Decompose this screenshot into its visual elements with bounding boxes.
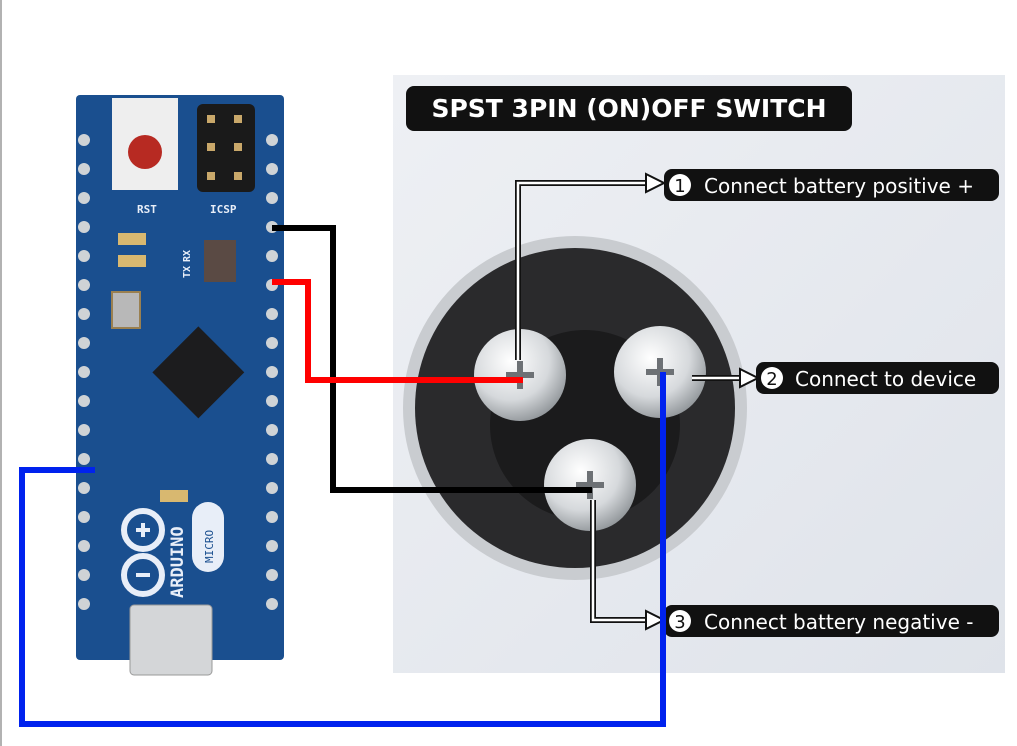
header-pin xyxy=(266,395,278,407)
header-pin xyxy=(78,569,90,581)
wire-red-5v xyxy=(272,279,523,383)
label-battery-negative: 3 Connect battery negative - xyxy=(664,605,999,637)
header-pin xyxy=(78,337,90,349)
arduino-micro-board: RST ICSP RX TX ARDUINO MICRO xyxy=(76,95,284,676)
header-pin xyxy=(266,482,278,494)
label-number: 3 xyxy=(674,612,685,633)
micro-usb-port xyxy=(129,604,213,676)
header-pin xyxy=(78,221,90,233)
wire-blue-pin8 xyxy=(19,372,666,727)
header-pin xyxy=(78,192,90,204)
header-pin xyxy=(78,598,90,610)
header-pin xyxy=(78,482,90,494)
header-pin xyxy=(78,540,90,552)
header-pin xyxy=(78,366,90,378)
screw-terminal-1 xyxy=(474,329,566,421)
rx-label: RX xyxy=(182,250,193,262)
header-pins-left xyxy=(78,134,90,610)
header-pin xyxy=(266,337,278,349)
icsp-label: ICSP xyxy=(210,203,237,216)
header-pin xyxy=(78,308,90,320)
label-text: Connect battery negative - xyxy=(704,610,973,634)
header-pins-right xyxy=(266,134,278,610)
header-pin xyxy=(266,308,278,320)
screw-terminal-3 xyxy=(544,439,636,531)
header-pin xyxy=(266,598,278,610)
label-battery-positive: 1 Connect battery positive + xyxy=(664,169,999,201)
header-pin xyxy=(266,250,278,262)
tx-label: TX xyxy=(182,266,193,278)
label-text: Connect battery positive + xyxy=(704,174,974,198)
rst-label: RST xyxy=(137,203,157,216)
header-pin xyxy=(266,453,278,465)
header-pin xyxy=(78,279,90,291)
micro-model: MICRO xyxy=(203,530,216,563)
header-pin xyxy=(266,163,278,175)
icsp-header xyxy=(197,104,255,192)
header-pin xyxy=(266,424,278,436)
title-text: SPST 3PIN (ON)OFF SWITCH xyxy=(431,94,826,123)
header-pin xyxy=(78,134,90,146)
header-pin xyxy=(78,511,90,523)
header-pin xyxy=(266,134,278,146)
header-pin xyxy=(78,163,90,175)
header-pin xyxy=(266,511,278,523)
header-pin xyxy=(266,192,278,204)
label-text: Connect to device xyxy=(795,367,976,391)
arduino-brand: ARDUINO xyxy=(168,526,188,598)
label-device: 2 Connect to device xyxy=(756,362,999,394)
title-banner: SPST 3PIN (ON)OFF SWITCH xyxy=(406,86,852,131)
label-number: 2 xyxy=(766,369,777,390)
header-pin xyxy=(78,424,90,436)
header-pin xyxy=(78,395,90,407)
reset-button xyxy=(128,135,162,169)
wire-black-gnd xyxy=(272,225,592,493)
label-number: 1 xyxy=(674,176,685,197)
header-pin xyxy=(266,366,278,378)
header-pin xyxy=(266,569,278,581)
header-pin xyxy=(266,540,278,552)
header-pin xyxy=(78,250,90,262)
header-pin xyxy=(78,453,90,465)
arduino-logo xyxy=(121,508,165,597)
